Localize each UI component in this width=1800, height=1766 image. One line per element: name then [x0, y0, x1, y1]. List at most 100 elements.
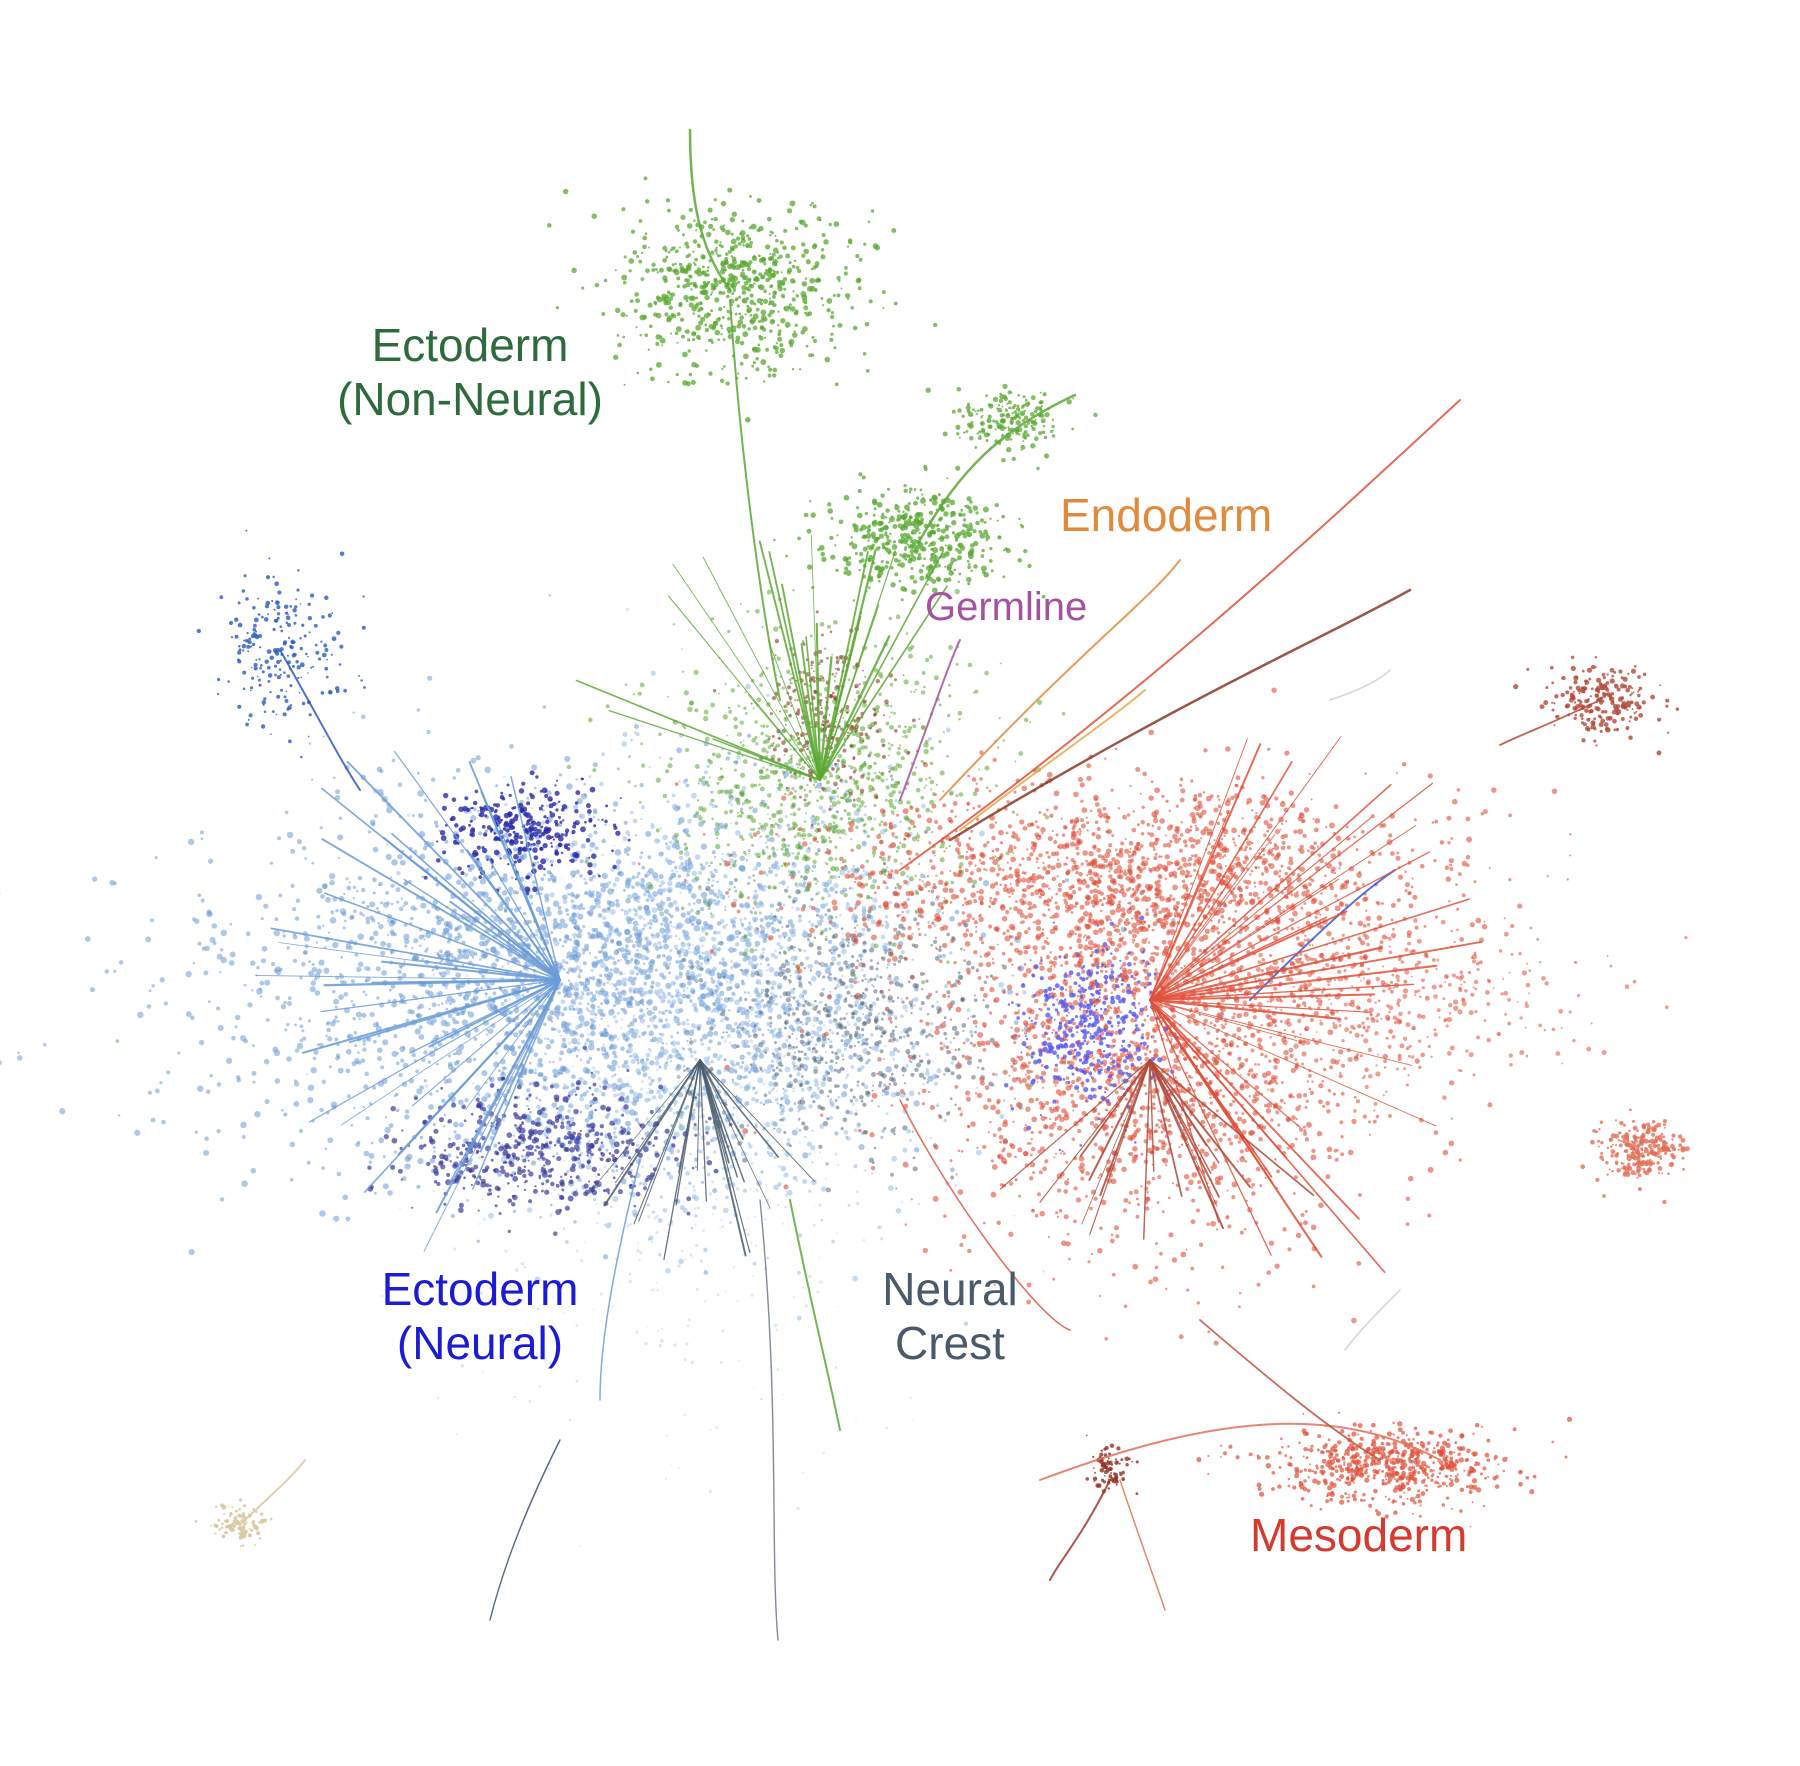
red-spike: [1149, 999, 1287, 1159]
red-spike: [1149, 941, 1483, 1001]
blue-spike: [428, 978, 562, 1048]
green-spike: [819, 615, 862, 781]
germline-strand: [899, 639, 961, 801]
green-mid-cluster: [773, 464, 1046, 602]
red-lower-spike: [1099, 1059, 1151, 1197]
green-spike: [768, 640, 821, 781]
red-spike: [1149, 810, 1230, 1001]
salmon-tip-cluster: [1580, 1108, 1690, 1205]
blue-spike: [479, 979, 561, 1153]
green-spike: [818, 656, 833, 782]
red-spike: [1149, 999, 1298, 1042]
blue-offshoot-cluster: [196, 529, 366, 759]
red-spike: [1149, 816, 1373, 1001]
red-right-cluster: [1050, 864, 1688, 1127]
slate-spike: [586, 1059, 701, 1197]
red-spike: [1149, 999, 1372, 1013]
red-spike: [1149, 999, 1360, 1220]
blue-spike: [381, 960, 562, 982]
green-top-cluster: [546, 176, 938, 423]
trajectory-strands: [239, 128, 1601, 1641]
slate-spike: [638, 1059, 701, 1222]
slate-spike: [699, 1059, 707, 1202]
green-stem-strand: [729, 299, 781, 701]
blue-offshoot-strand: [279, 649, 361, 791]
red-lower-spike: [1149, 1059, 1212, 1175]
red-spike: [1149, 999, 1413, 1066]
slate-down-strand: [759, 1199, 779, 1641]
green-spike: [608, 709, 821, 781]
green-spike: [800, 643, 821, 781]
red-spike: [1149, 993, 1376, 1001]
green-branch-strand: [918, 393, 1077, 542]
endoderm-strand: [939, 559, 1181, 801]
red-lower-spike: [1142, 1059, 1151, 1240]
blue-spike: [278, 942, 561, 981]
green-spike: [672, 563, 821, 781]
green-spike: [818, 635, 891, 782]
pale-scatter-cluster: [305, 607, 1054, 1548]
red-spike: [1149, 738, 1248, 1001]
blue-spike: [301, 978, 562, 1054]
slate-spike: [699, 1059, 744, 1140]
slate-spike: [699, 1059, 771, 1209]
blue-spike: [423, 979, 561, 1252]
blue-cross-strand: [1249, 869, 1396, 1001]
blue-spike: [324, 892, 561, 981]
blue-spike: [320, 979, 561, 1013]
blue-spike: [465, 979, 561, 1110]
red-spike: [1149, 898, 1470, 1001]
blue-spike: [346, 760, 561, 981]
red-spike: [1149, 999, 1272, 1256]
label-ectoderm-non-neural: Ectoderm (Non-Neural): [337, 319, 603, 426]
red-spike: [1149, 983, 1415, 1001]
blue-spike: [448, 979, 561, 1185]
green-spike: [668, 595, 821, 781]
blue-spike: [468, 761, 561, 981]
green-spike: [819, 551, 869, 781]
blue-spike: [394, 750, 561, 981]
red-lower-spike: [1149, 1059, 1183, 1198]
red-spike: [1149, 851, 1431, 1001]
red-lower-spike: [1149, 1059, 1155, 1172]
red-spike: [1149, 999, 1437, 1127]
grey-small-strand: [1344, 1289, 1401, 1351]
mesoderm-leg-strand: [1049, 1479, 1111, 1581]
blue-spike: [403, 878, 561, 981]
red-spike: [1149, 743, 1262, 1001]
red-spike: [1149, 824, 1417, 1001]
mesoderm-arc-strand: [1039, 1422, 1441, 1481]
slate-spike: [699, 1059, 747, 1257]
red-spike: [1149, 761, 1293, 1001]
red-spike: [1149, 783, 1392, 1001]
mesoderm-small-cluster: [1085, 1434, 1139, 1496]
indigo-cell-cluster: [367, 1045, 733, 1236]
green-top-strand: [688, 128, 732, 292]
grey-tiny-strand: [1329, 669, 1391, 701]
green-spike: [819, 604, 880, 781]
label-ectoderm-neural: Ectoderm (Neural): [381, 1263, 579, 1370]
green-spike: [758, 540, 821, 781]
dark-blue-cell-cluster: [423, 770, 631, 896]
brown-stem-cluster: [712, 610, 919, 833]
blue-spike: [308, 979, 561, 1123]
slate-spike: [699, 1059, 816, 1183]
label-mesoderm: Mesoderm: [1250, 1509, 1468, 1561]
endoderm-short-strand: [959, 689, 1146, 831]
label-germline: Germline: [925, 585, 1088, 629]
green-spike: [815, 622, 822, 782]
green-spike: [768, 551, 821, 781]
slate-spike: [699, 1059, 730, 1164]
red-lower-spike: [1149, 1059, 1315, 1196]
mesoderm-crescent-cluster: [1196, 1411, 1573, 1528]
isolated-red-cluster: [1513, 655, 1680, 756]
green-spike: [575, 679, 821, 781]
red-spike: [1149, 834, 1276, 1001]
red-lower-spike: [1149, 1059, 1208, 1147]
mesoderm-leg2-strand: [1119, 1479, 1166, 1611]
blue-spike: [449, 900, 561, 981]
red-lower-spike: [1079, 1059, 1151, 1158]
red-spike: [1148, 964, 1438, 1002]
red-lower-spike: [1039, 1059, 1151, 1203]
